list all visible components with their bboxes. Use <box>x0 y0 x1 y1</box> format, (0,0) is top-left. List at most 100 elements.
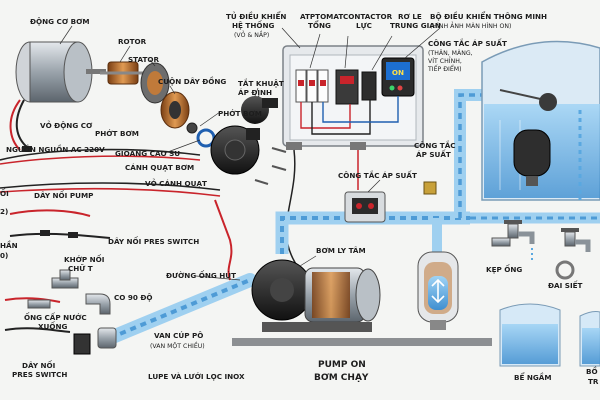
faucet-1-spout <box>518 231 535 244</box>
label-cabinet-3: (VỎ & NẮP) <box>234 29 269 39</box>
housing-outlet <box>246 128 260 140</box>
strainer-small <box>73 333 91 355</box>
faucet-2 <box>561 228 591 252</box>
label-power-cut: ỐI <box>0 188 9 198</box>
cabinet-wire-red <box>300 102 351 129</box>
suction-flow <box>109 278 251 340</box>
label-foot-valve-2: (VAN MỘT CHIỀU) <box>150 340 205 350</box>
cabinet-wire-blue <box>322 96 399 123</box>
float-arm <box>499 89 546 101</box>
control-cabinet: ON <box>282 45 424 271</box>
label-smart: BỘ ĐIỀU KHIỂN THÔNG MINH <box>430 11 547 21</box>
label-ps-right: CÔNG TẮC <box>414 140 456 150</box>
connector-1 <box>40 230 50 236</box>
ac-wire-red <box>0 155 201 165</box>
faucet-2-handle <box>561 228 579 232</box>
switch-spring-1 <box>356 203 362 209</box>
contactor-top <box>340 76 354 84</box>
housing-inlet <box>224 139 246 161</box>
label-pump-wire: DÂY NỐI PUMP <box>34 190 93 200</box>
label-tank-cut: BỒ <box>586 366 598 376</box>
riser-flow <box>458 93 490 218</box>
label-contactor: CONTACTOR <box>343 12 393 21</box>
float-switch <box>499 89 557 111</box>
screen-on-text: ON <box>392 68 404 77</box>
wire-black-bottom <box>4 327 71 333</box>
label-pres-wire-bottom-2: PRES SWITCH <box>12 370 67 379</box>
relay <box>361 71 377 101</box>
belt-clamp-ring <box>555 260 575 280</box>
pump-motor-winding <box>312 272 350 318</box>
breaker-toggle-3 <box>320 80 326 86</box>
leader-suction <box>195 275 241 281</box>
right-switch-body <box>423 181 437 195</box>
tee-vertical <box>59 269 71 281</box>
label-pipe-down: ỐNG CẤP NƯỚC <box>24 312 87 322</box>
motor-wire-black <box>15 99 29 149</box>
centrifugal-pump <box>232 259 492 346</box>
pump-seal-ring <box>186 122 198 134</box>
vessel-body <box>513 129 551 177</box>
switch-internals <box>352 198 378 214</box>
leader-rotor <box>119 45 131 63</box>
leader-motor <box>59 25 73 45</box>
label-hex-screw-2: ÁP ĐỊNH <box>238 88 272 97</box>
labels: ĐỘNG CƠ BƠM ROTOR STATOR CUỘN DÂY ĐỒNG P… <box>0 11 599 386</box>
label-foot-valve: VAN CÚP PÔ <box>154 331 203 340</box>
label-hex-screw: TẮT KHUẬT <box>238 78 284 88</box>
label-pump-on: PUMP ON <box>318 360 366 370</box>
label-gasket: GIOĂNG CAO SU <box>115 149 180 158</box>
leader-coil <box>169 85 176 95</box>
controller-led-green <box>389 85 395 91</box>
label-belt-clamp: ĐAI SIẾT <box>548 280 583 290</box>
ac-wire-black <box>0 148 201 161</box>
impeller-outlet <box>262 98 278 108</box>
vessel-base <box>526 176 538 186</box>
leader-lines <box>59 25 441 281</box>
wire-to-pump <box>214 199 233 281</box>
cabinet-wiring <box>300 96 399 135</box>
switch-spring-2 <box>368 203 374 209</box>
label-ps-detail-3: VÍT CHỈNH, <box>428 56 462 65</box>
label-pump-seal-left: PHỚT BƠM <box>95 129 139 138</box>
faucet-1 <box>504 220 535 262</box>
label-left-han: HẦN <box>0 240 18 250</box>
clamp-body <box>491 237 511 247</box>
label-tee: KHỚP NỐI <box>64 254 105 264</box>
label-breaker-2: TỔNG <box>308 20 331 30</box>
pipe-network <box>103 89 600 345</box>
elbow-fitting <box>85 293 111 315</box>
second-tank <box>579 311 600 367</box>
copper-coil <box>160 91 190 129</box>
label-fan-cover: VỎ CÁNH QUẠT <box>145 178 207 188</box>
leader-breaker <box>309 33 321 69</box>
label-relay-2: TRUNG GIAN <box>390 21 441 30</box>
relay-body <box>361 71 377 101</box>
leader-pump <box>299 255 317 267</box>
label-motor-shell: VỎ ĐỘNG CƠ <box>40 120 93 130</box>
label-power-ac: NGUỒN NGUỒN AC 220V <box>6 144 105 154</box>
pump-wire-red <box>0 187 221 197</box>
smart-controller: ON <box>381 57 415 97</box>
connector-2 <box>68 232 78 238</box>
label-pipe-down-2: XUỐNG <box>38 321 68 331</box>
label-ps-right-2: ÁP SUẤT <box>416 149 451 159</box>
strainer-body <box>73 333 91 355</box>
faucet-2-stem <box>564 231 576 247</box>
underground-tank-water <box>502 324 558 364</box>
label-pres-wire-mid: DÂY NỐI PRES SWITCH <box>108 236 199 246</box>
leader-cabinet <box>281 27 301 49</box>
internal-pressure-vessel <box>513 129 551 186</box>
pressure-tank <box>417 251 459 330</box>
faucet-2-spout <box>575 239 591 252</box>
motor-assembly <box>9 41 106 152</box>
breaker-toggle-2 <box>309 80 315 86</box>
discharge-flow <box>280 216 470 254</box>
label-elbow: CO 90 ĐỘ <box>114 293 153 302</box>
leader-relay <box>371 35 393 71</box>
screws <box>254 147 287 185</box>
label-contactor-2: LỰC <box>356 21 372 30</box>
belt-clamp <box>555 260 575 280</box>
label-ps-center: CÔNG TẮC ÁP SUẤT <box>338 170 417 180</box>
